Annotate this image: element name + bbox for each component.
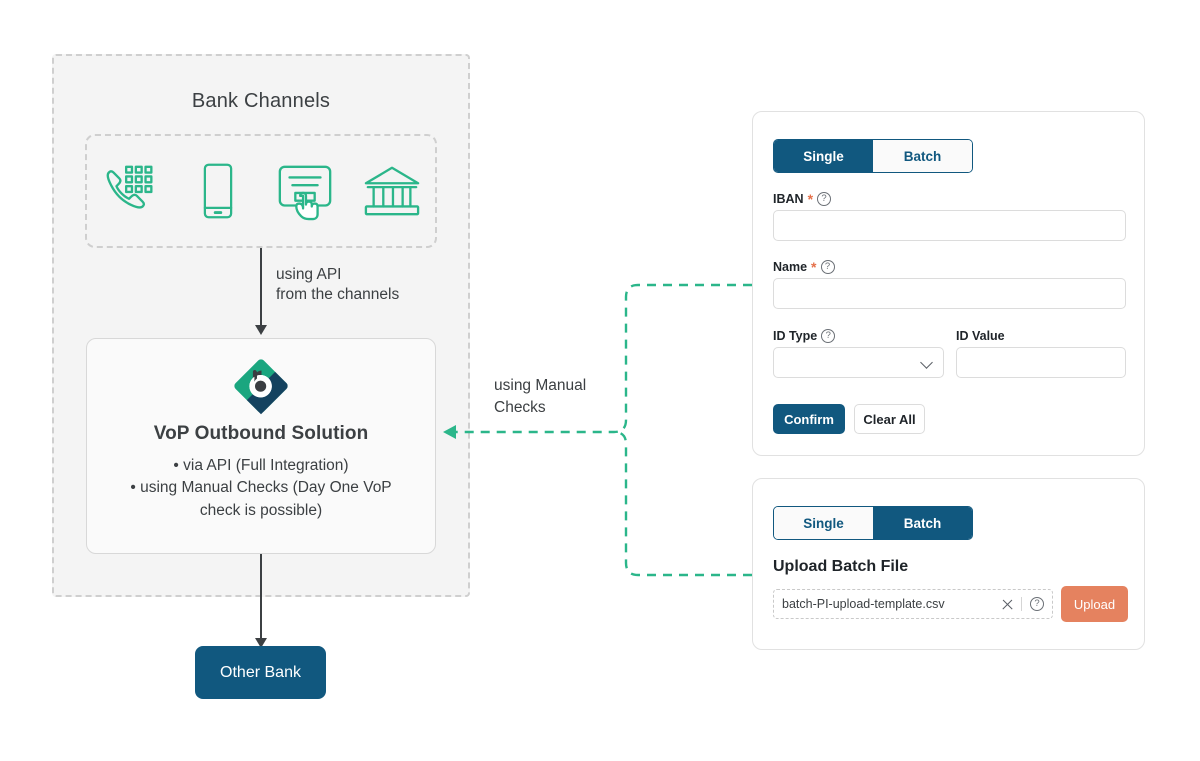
vop-bullets: • via API (Full Integration) • using Man…: [87, 455, 435, 522]
clear-all-button[interactable]: Clear All: [854, 404, 925, 434]
name-input[interactable]: [773, 278, 1126, 309]
upload-button[interactable]: Upload: [1061, 586, 1128, 622]
api-connector-label: using API from the channels: [276, 265, 399, 305]
name-help-icon[interactable]: ?: [820, 260, 835, 274]
confirm-button[interactable]: Confirm: [773, 404, 845, 434]
vop-bullet-2: check is possible): [199, 501, 323, 519]
id-type-label: ID Type ?: [773, 329, 836, 343]
manual-checks-label: using Manual Checks: [494, 375, 586, 420]
bank-building-icon: [359, 158, 425, 224]
vop-outbound-solution-box: VoP Outbound Solution • via API (Full In…: [86, 338, 436, 554]
confirm-button-label: Confirm: [784, 411, 834, 427]
file-drop-row[interactable]: batch-PI-upload-template.csv ?: [773, 589, 1053, 619]
api-label-line1: using API: [276, 266, 342, 283]
iban-label-text: IBAN: [773, 192, 804, 206]
tab-single-label: Single: [803, 148, 844, 164]
name-label: Name * ?: [773, 260, 835, 274]
vop-bullet-0: • via API (Full Integration): [173, 457, 349, 474]
name-label-text: Name: [773, 260, 808, 274]
batch-upload-panel: Single Batch Upload Batch File batch-PI-…: [752, 478, 1145, 650]
remove-file-close-icon[interactable]: [1001, 598, 1014, 611]
divider: [1021, 597, 1022, 611]
single-panel-tabs: Single Batch: [773, 139, 973, 173]
phone-keypad-icon: [98, 158, 164, 224]
tab-batch[interactable]: Batch: [873, 140, 972, 172]
other-bank-arrow: [255, 554, 267, 648]
batch-tab-single-label: Single: [803, 515, 844, 531]
id-type-help-icon[interactable]: ?: [821, 329, 836, 343]
upload-batch-file-title: Upload Batch File: [773, 558, 909, 575]
id-value-input[interactable]: [956, 347, 1126, 378]
id-value-label-text: ID Value: [956, 329, 1005, 343]
mobile-phone-icon: [185, 158, 251, 224]
other-bank-box: Other Bank: [195, 646, 326, 699]
batch-tab-batch[interactable]: Batch: [873, 507, 972, 539]
single-check-panel: Single Batch IBAN * ? Name * ? ID Type ?…: [752, 111, 1145, 456]
channel-icons-group: [85, 134, 437, 248]
upload-button-label: Upload: [1073, 596, 1116, 612]
iban-required-asterisk: *: [807, 191, 814, 207]
uploaded-file-name: batch-PI-upload-template.csv: [782, 597, 945, 611]
id-value-label: ID Value: [956, 329, 1005, 343]
batch-panel-tabs: Single Batch: [773, 506, 973, 540]
online-banking-click-icon: [272, 158, 338, 224]
tab-single[interactable]: Single: [774, 140, 873, 172]
batch-tab-batch-label: Batch: [903, 515, 942, 531]
vop-logo-icon: [232, 357, 290, 415]
bank-channels-title: Bank Channels: [191, 90, 331, 112]
other-bank-label: Other Bank: [220, 663, 301, 681]
vop-bullet-1: • using Manual Checks (Day One VoP: [130, 479, 392, 497]
batch-tab-single[interactable]: Single: [774, 507, 873, 539]
id-type-label-text: ID Type: [773, 329, 818, 343]
iban-help-icon[interactable]: ?: [817, 192, 832, 206]
api-arrow: [255, 248, 267, 335]
upload-help-icon[interactable]: ?: [1030, 597, 1044, 611]
manual-label-line2: Checks: [494, 399, 546, 417]
iban-label: IBAN * ?: [773, 191, 832, 207]
vop-title: VoP Outbound Solution: [153, 423, 369, 444]
chevron-down-icon: [920, 356, 933, 369]
tab-batch-label: Batch: [903, 148, 942, 164]
iban-input[interactable]: [773, 210, 1126, 241]
name-required-asterisk: *: [811, 259, 817, 275]
manual-label-line1: using Manual: [494, 377, 587, 394]
api-label-line2: from the channels: [276, 286, 400, 304]
id-type-select[interactable]: [773, 347, 944, 378]
clear-all-button-label: Clear All: [863, 411, 916, 427]
